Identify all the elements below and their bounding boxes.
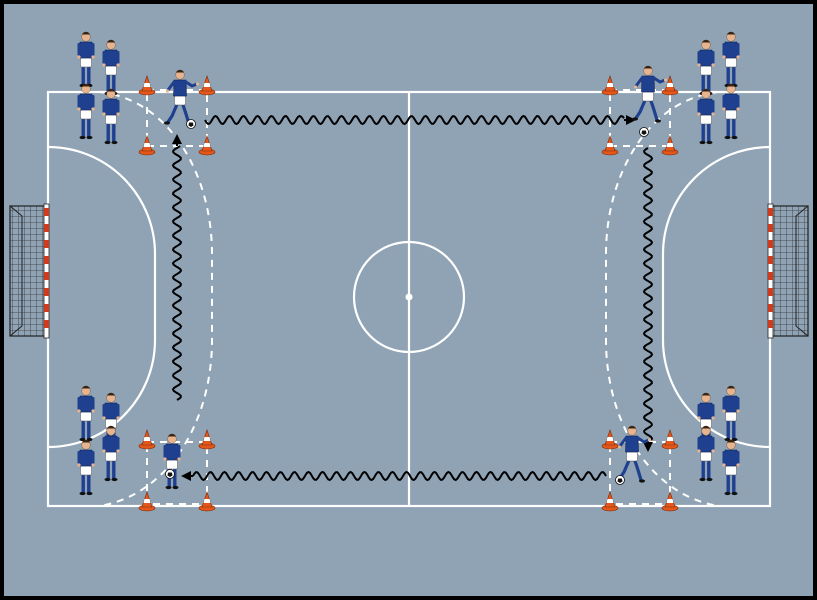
waiting-player-icon xyxy=(77,31,95,88)
ball-icon xyxy=(639,127,649,137)
ball-icon xyxy=(165,469,175,479)
cone-icon xyxy=(138,135,156,156)
cone-icon xyxy=(138,429,156,450)
cone-icon xyxy=(138,491,156,512)
center-circle xyxy=(352,240,466,354)
waiting-player-icon xyxy=(102,88,120,145)
dribble-path-top xyxy=(204,114,636,126)
ball-icon xyxy=(615,475,625,485)
waiting-player-icon xyxy=(722,439,740,496)
cone-icon xyxy=(601,429,619,450)
waiting-player-icon xyxy=(77,439,95,496)
cone-icon xyxy=(601,135,619,156)
cone-icon xyxy=(198,491,216,512)
right-dashed-arc xyxy=(605,91,719,507)
players xyxy=(77,31,740,496)
cone-icon xyxy=(601,491,619,512)
cone-icon xyxy=(661,491,679,512)
right-penalty-area xyxy=(661,145,771,449)
cone-icon xyxy=(661,429,679,450)
waiting-player-icon xyxy=(697,425,715,482)
waiting-player-icon xyxy=(697,88,715,145)
dribbling-player-icon xyxy=(632,65,668,123)
left-dashed-arc xyxy=(99,91,213,507)
waiting-player-icon xyxy=(722,385,740,442)
left-penalty-area xyxy=(47,145,157,449)
waiting-player-icon xyxy=(722,31,740,88)
cones xyxy=(138,75,679,512)
dribble-path-left xyxy=(171,134,183,401)
waiting-player-icon xyxy=(722,83,740,140)
center-spot xyxy=(405,293,413,301)
dribble-path-bottom xyxy=(181,470,607,482)
station-square-top-right xyxy=(609,89,671,147)
dribble-paths xyxy=(171,114,654,482)
waiting-player-icon xyxy=(697,39,715,96)
station-square-bottom-right xyxy=(609,441,671,505)
left-goal-icon xyxy=(9,203,50,339)
cone-icon xyxy=(661,75,679,96)
balls xyxy=(165,119,649,485)
station-square-bottom-left xyxy=(146,441,208,505)
ball-icon xyxy=(186,119,196,129)
cone-icon xyxy=(198,429,216,450)
right-goal-icon xyxy=(767,203,809,339)
waiting-player-icon xyxy=(77,83,95,140)
cone-icon xyxy=(198,75,216,96)
cone-icon xyxy=(198,135,216,156)
cone-icon xyxy=(601,75,619,96)
waiting-player-icon xyxy=(102,425,120,482)
waiting-player-icon xyxy=(102,39,120,96)
waiting-player-icon xyxy=(77,385,95,442)
cone-icon xyxy=(138,75,156,96)
cone-icon xyxy=(661,135,679,156)
